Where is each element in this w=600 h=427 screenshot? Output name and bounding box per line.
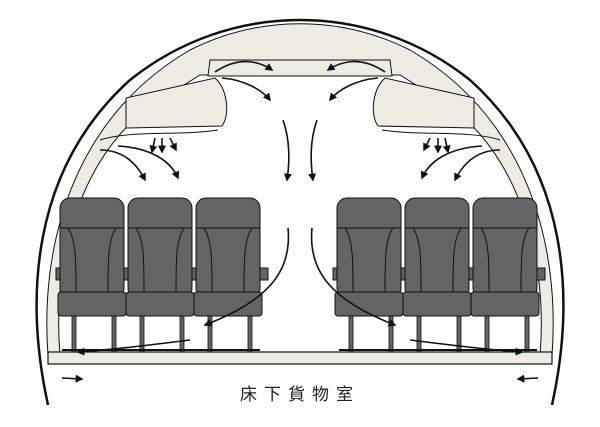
airflow-arrow-11 bbox=[99, 149, 146, 182]
fuselage-outer-line bbox=[35, 18, 565, 406]
airflow-arrow-7 bbox=[203, 227, 290, 327]
seat-right-1 bbox=[334, 197, 404, 353]
airflow-arrow-21 bbox=[61, 374, 84, 383]
airflow-arrow-6 bbox=[308, 119, 318, 182]
airflow-arrow-8 bbox=[310, 227, 397, 327]
airflow-arrow-22 bbox=[516, 374, 539, 383]
seat-right-3 bbox=[470, 197, 540, 353]
airflow-arrow-9 bbox=[76, 339, 191, 356]
cabin-floor bbox=[47, 351, 553, 365]
ceiling-panel bbox=[207, 59, 393, 77]
cargo-hold-label: 床下貨物室 bbox=[240, 385, 360, 405]
airflow-arrow-1 bbox=[214, 60, 274, 73]
airflow-arrow-15 bbox=[149, 137, 158, 154]
airflow-arrow-13 bbox=[454, 149, 501, 182]
airflow-arrow-17 bbox=[169, 137, 177, 152]
airflow-arrow-4 bbox=[328, 77, 379, 102]
seat-right-2 bbox=[402, 197, 472, 353]
seat-left-3 bbox=[193, 197, 263, 353]
airflow-arrow-14 bbox=[420, 145, 483, 180]
seat-left-1 bbox=[57, 197, 127, 353]
airflow-arrow-10 bbox=[409, 339, 524, 356]
airflow-arrow-18 bbox=[442, 137, 451, 154]
airflow-arrow-3 bbox=[326, 60, 386, 73]
airflow-arrow-2 bbox=[221, 77, 272, 102]
seat-left-2 bbox=[125, 197, 195, 353]
airflow-arrow-20 bbox=[423, 137, 431, 152]
airflow-arrow-12 bbox=[117, 145, 180, 180]
airflow-arrow-5 bbox=[282, 119, 292, 182]
lining-left bbox=[99, 129, 219, 141]
lining-right bbox=[381, 129, 501, 141]
overhead-bin-left bbox=[125, 77, 228, 129]
overhead-bin-right bbox=[372, 77, 475, 129]
